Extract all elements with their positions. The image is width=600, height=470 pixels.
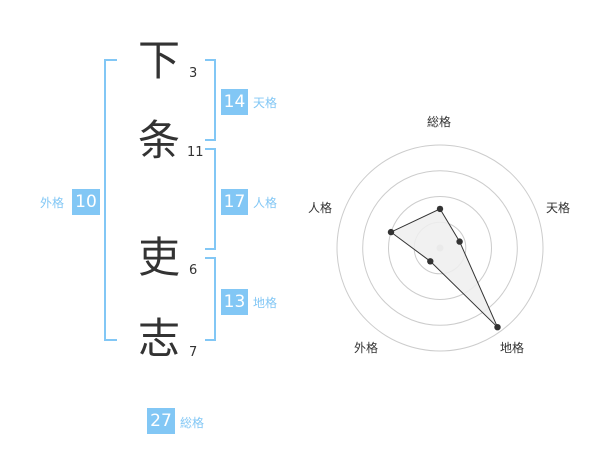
- radar-axis-label-1: 総格: [427, 115, 452, 129]
- name-char-1: 下: [137, 36, 180, 85]
- radar-point-2: [456, 238, 463, 245]
- soukaku-score: 27: [147, 408, 175, 434]
- jinkaku-score: 17: [221, 189, 248, 215]
- radar-ring-3: [362, 170, 518, 326]
- radar-point-5: [387, 228, 395, 236]
- radar-ring-4: [336, 144, 544, 352]
- soukaku-label: 総格: [180, 416, 205, 430]
- tenkaku-bracket: [205, 59, 216, 141]
- tenkaku-score: 14: [221, 89, 248, 115]
- gaikaku-bracket: [104, 59, 117, 341]
- radar-polygon: [390, 208, 498, 328]
- chikaku-label: 地格: [253, 296, 278, 310]
- gaikaku-score: 10: [72, 189, 100, 215]
- name-char-2: 条: [137, 116, 180, 165]
- radar-ring-2: [388, 196, 492, 300]
- radar-point-4: [427, 258, 434, 265]
- radar-point-1: [436, 205, 444, 213]
- jinkaku-label: 人格: [253, 196, 278, 210]
- radar-axis-label-2: 天格: [546, 201, 571, 215]
- radar-axis-label-4: 外格: [354, 341, 379, 355]
- chikaku-score: 13: [221, 289, 248, 315]
- radar-axis-label-5: 人格: [308, 201, 333, 215]
- name-char-4: 志: [137, 314, 180, 363]
- stroke-count-2: 11: [187, 145, 204, 160]
- tenkaku-label: 天格: [253, 96, 278, 110]
- gaikaku-label: 外格: [40, 196, 65, 210]
- name-char-3: 吏: [137, 233, 180, 282]
- stroke-count-1: 3: [189, 66, 198, 81]
- stroke-count-3: 6: [189, 263, 198, 278]
- radar-axis-label-3: 地格: [500, 341, 525, 355]
- chikaku-bracket: [205, 257, 216, 341]
- stroke-count-4: 7: [189, 345, 198, 360]
- radar-point-3: [494, 324, 501, 331]
- jinkaku-bracket: [205, 148, 216, 250]
